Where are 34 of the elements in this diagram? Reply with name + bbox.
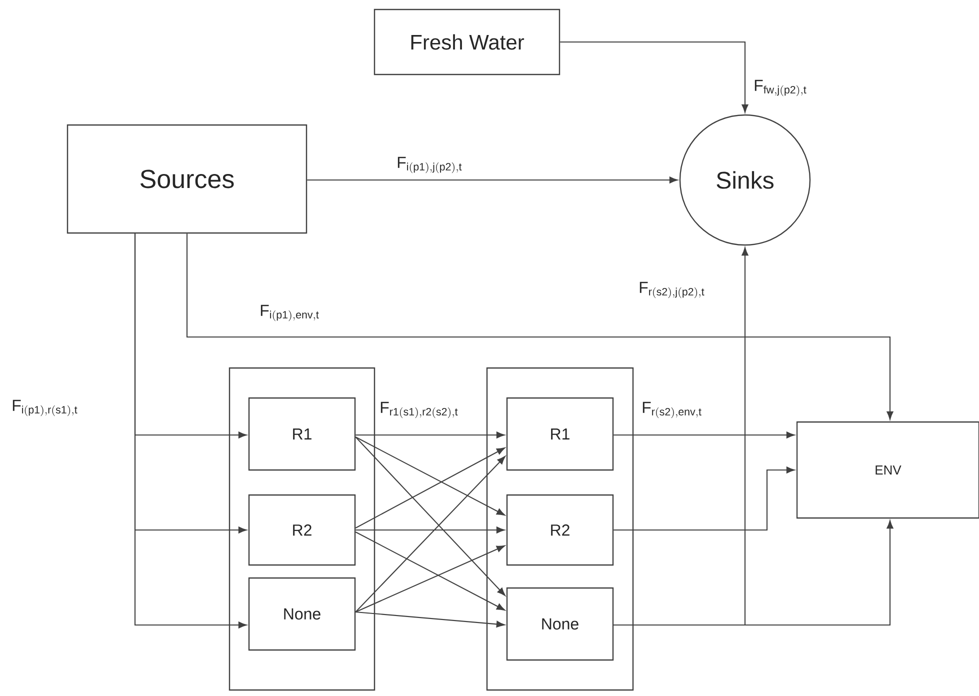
arrow	[355, 436, 506, 596]
arrow	[355, 448, 505, 528]
edge-label: $\mathrm{F}_{\mathrm{r(s2),env,t}}$	[640, 400, 704, 420]
arrow	[355, 456, 506, 612]
arrow	[307, 176, 678, 184]
edge-label: $\mathrm{F}_{\mathrm{fw,j(p2),t}}$	[752, 78, 808, 98]
edge-label: $\mathrm{F}_{\mathrm{i(p1),env,t}}$	[258, 304, 321, 322]
process-box: R2	[248, 494, 356, 566]
arrow	[614, 466, 795, 531]
edge-label: $\mathrm{F}_{\mathrm{r1(s1),r2(s2),t}}$	[378, 400, 460, 420]
arrow	[614, 432, 795, 438]
arrow	[355, 545, 505, 612]
env-box: ENV	[796, 421, 979, 519]
arrow	[134, 234, 247, 628]
process-box: None	[248, 577, 356, 651]
edge-label: $\mathrm{F}_{\mathrm{i(p1),j(p2),t}}$	[395, 156, 464, 174]
arrow	[355, 436, 505, 516]
arrow	[614, 520, 894, 626]
arrow	[356, 432, 505, 438]
edge-label: $\mathrm{F}_{\mathrm{r(s2),j(p2),t}}$	[637, 280, 706, 300]
arrow	[355, 532, 505, 610]
source-box: Fresh Water	[374, 8, 560, 76]
edge-label: $\mathrm{F}_{\mathrm{i(p1),r(s1),t}}$	[10, 398, 80, 418]
source-box: Sources	[66, 124, 308, 234]
group-box	[228, 367, 376, 691]
arrow	[356, 611, 505, 628]
arrow	[560, 41, 748, 113]
process-box: R2	[506, 494, 614, 566]
process-box: None	[506, 587, 614, 661]
group-box	[486, 367, 634, 691]
process-box: R1	[248, 397, 356, 471]
arrow	[186, 234, 894, 420]
arrow	[356, 526, 505, 534]
process-box: R1	[506, 397, 614, 471]
